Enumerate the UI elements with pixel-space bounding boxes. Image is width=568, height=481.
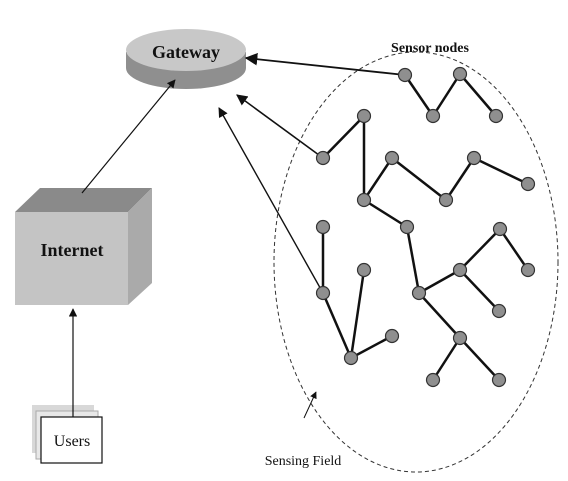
internet-to-gateway-arrow [81, 79, 176, 194]
link [363, 198, 408, 229]
sensor-nodes-label: Sensor nodes [391, 41, 469, 56]
sensor-node [466, 150, 482, 166]
sensor-node [399, 219, 415, 235]
sensor-node [491, 372, 507, 388]
internet-label: Internet [41, 240, 104, 260]
sensor-node [356, 108, 372, 124]
link [459, 269, 500, 312]
link [459, 337, 500, 381]
sensing-field-label: Sensing Field [265, 454, 342, 469]
sensor-node [384, 328, 400, 344]
sensing-field-pointer [303, 391, 317, 419]
link [350, 334, 393, 360]
sensor-node [343, 350, 359, 366]
route-arrow-lower [218, 107, 324, 294]
link [444, 157, 476, 201]
link [431, 73, 462, 117]
sensor-node [411, 285, 427, 301]
link [403, 74, 435, 117]
link [418, 268, 461, 295]
sensor-node [315, 150, 331, 166]
sensor-node [425, 372, 441, 388]
link [418, 292, 461, 339]
link [498, 228, 530, 271]
link [405, 226, 421, 294]
sensor-node [452, 330, 468, 346]
link [459, 228, 501, 271]
sensor-node [492, 221, 508, 237]
sensor-node [356, 262, 372, 278]
internet-box: Internet [15, 188, 152, 305]
sensor-node [452, 66, 468, 82]
internet-box-top [15, 188, 152, 212]
users-paper-front [40, 416, 103, 464]
route-arrow-top [244, 52, 406, 76]
link [322, 115, 365, 159]
sensor-node [384, 150, 400, 166]
link [459, 73, 497, 117]
internet-box-front [15, 212, 128, 305]
sensor-node [438, 192, 454, 208]
users-box: Users [32, 405, 103, 464]
sensor-node [425, 108, 441, 124]
gateway: Gateway [126, 29, 246, 89]
gateway-disc-top [126, 29, 246, 71]
sensor-node [491, 303, 507, 319]
sensing-field-boundary [273, 51, 559, 473]
sensor-node [315, 285, 331, 301]
sensor-node [488, 108, 504, 124]
users-label: Users [54, 433, 90, 450]
link [321, 292, 353, 359]
sensor-node [452, 262, 468, 278]
link [473, 156, 529, 186]
sensor-node [520, 262, 536, 278]
sensor-node [397, 67, 413, 83]
link [431, 337, 462, 381]
gateway-label: Gateway [152, 42, 220, 62]
link [362, 157, 394, 201]
sensor-nodes [315, 66, 536, 388]
sensor-node [520, 176, 536, 192]
sensor-node [356, 192, 372, 208]
link [349, 269, 366, 359]
route-arrow-middle [236, 94, 324, 159]
sensor-node [315, 219, 331, 235]
internet-box-side [128, 188, 152, 305]
link [391, 157, 447, 201]
node-links [321, 73, 530, 381]
